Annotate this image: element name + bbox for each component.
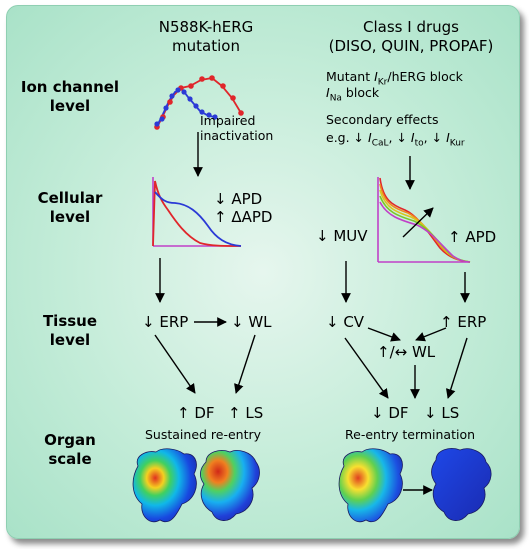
level-cellular-line1: Cellular xyxy=(37,189,103,207)
right-ion-block-1: Mutant IKr/hERG block xyxy=(326,69,463,88)
right-heart-1 xyxy=(338,448,403,523)
left-column-header: N588K-hERG mutation xyxy=(131,18,281,56)
arrow-erp-to-wl-right xyxy=(415,327,447,342)
level-tissue-line1: Tissue xyxy=(42,312,98,330)
left-header-line2: mutation xyxy=(172,37,240,55)
right-tissue-erp: ↑ ERP xyxy=(440,313,487,331)
right-organ-df: ↓ DF xyxy=(371,404,409,422)
flow-arrows xyxy=(154,132,470,495)
right-ap-red-trace xyxy=(379,177,471,263)
right-ion-block-2: INa block xyxy=(326,85,380,104)
right-header-line1: Class I drugs xyxy=(363,18,459,36)
arrow-erp-to-ls-right xyxy=(445,337,468,399)
right-ap-yellow-trace xyxy=(379,189,471,263)
figure-panel xyxy=(6,5,520,539)
level-cellular: Cellular level xyxy=(15,189,125,227)
left-organ-ls: ↑ LS xyxy=(228,404,264,422)
arrow-cv-to-df xyxy=(344,337,389,399)
right-cell-muv: ↓ MUV xyxy=(316,227,368,245)
right-organ-caption: Re-entry termination xyxy=(345,427,476,442)
left-organ-caption: Sustained re-entry xyxy=(145,427,262,442)
level-ion-channel: Ion channel level xyxy=(15,78,125,116)
right-ap-magenta-trace xyxy=(379,201,471,263)
left-cell-delta-apd: ↑ ΔAPD xyxy=(214,208,273,226)
right-heart-2 xyxy=(431,448,492,521)
level-organ-line1: Organ xyxy=(44,431,96,449)
level-cellular-line2: level xyxy=(49,208,91,226)
left-heart-2 xyxy=(200,450,260,521)
level-ion-line2: level xyxy=(49,97,91,115)
arrow-wl-to-ls-left xyxy=(234,334,256,394)
right-secondary-effects-title: Secondary effects xyxy=(326,112,439,127)
impaired-inactivation-label: Impaired inactivation xyxy=(200,113,273,143)
left-ap-red-trace xyxy=(152,180,242,247)
left-cell-apd: ↓ APD xyxy=(214,190,263,208)
ion-channel-curves xyxy=(154,75,244,130)
right-action-potential-traces xyxy=(377,177,471,263)
level-organ-line2: scale xyxy=(48,450,92,468)
left-ap-blue-trace xyxy=(154,191,242,247)
level-organ: Organ scale xyxy=(15,431,125,469)
left-action-potential-traces xyxy=(152,177,242,247)
left-tissue-erp: ↓ ERP xyxy=(142,313,189,331)
right-cell-apd: ↑ APD xyxy=(448,228,497,246)
left-header-line1: N588K-hERG xyxy=(158,18,254,36)
right-tissue-wl: ↑/↔ WL xyxy=(377,343,436,361)
right-ap-orange-trace xyxy=(379,183,471,263)
level-tissue: Tissue level xyxy=(15,312,125,350)
arrow-cv-to-wl xyxy=(367,327,401,342)
right-secondary-effects-list: e.g. ↓ ICaL, ↓ Ito, ↓ IKur xyxy=(326,130,465,149)
right-tissue-cv: ↓ CV xyxy=(326,313,365,331)
right-ap-increase-arrow xyxy=(402,207,434,238)
arrow-erp-to-df-left xyxy=(154,334,196,394)
right-organ-ls: ↓ LS xyxy=(424,404,460,422)
left-heart-1 xyxy=(132,448,197,523)
right-column-header: Class I drugs (DISO, QUIN, PROPAF) xyxy=(316,18,506,56)
left-organ-df: ↑ DF xyxy=(177,404,215,422)
impaired-line2: inactivation xyxy=(200,128,274,143)
level-tissue-line2: level xyxy=(49,331,91,349)
impaired-line1: Impaired xyxy=(200,113,256,128)
mutant-data-points xyxy=(154,87,218,127)
level-ion-line1: Ion channel xyxy=(20,78,120,96)
right-header-line2: (DISO, QUIN, PROPAF) xyxy=(328,37,494,55)
left-tissue-wl: ↓ WL xyxy=(231,313,272,331)
